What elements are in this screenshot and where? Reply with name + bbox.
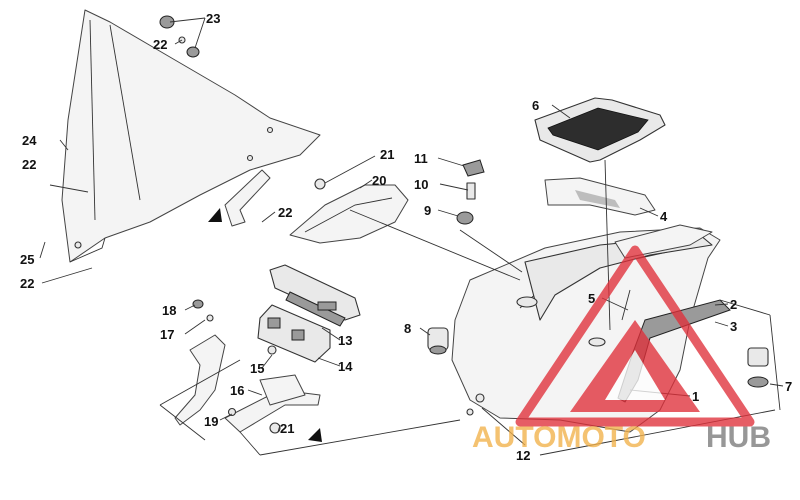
callout-1: 1 — [692, 389, 699, 404]
callout-6: 6 — [532, 98, 539, 113]
callout-18: 18 — [162, 303, 176, 318]
automotohub-watermark: AUTOMOTO HUB — [472, 245, 771, 454]
windshield — [61, 9, 321, 263]
callout-10: 10 — [414, 177, 428, 192]
cluster-holder-14 — [257, 304, 331, 363]
cluster-cover-13 — [269, 264, 361, 327]
callout-7: 7 — [785, 379, 792, 394]
callout-25: 25 — [20, 252, 34, 267]
windshield-bracket — [224, 169, 271, 227]
callout-23: 23 — [206, 11, 220, 26]
watermark-triangle-outer — [515, 245, 755, 427]
callout-4: 4 — [660, 209, 668, 224]
callout-20: 20 — [372, 173, 386, 188]
vent-part-8 — [427, 327, 449, 355]
callout-19: 19 — [204, 414, 218, 429]
callout-22-mid: 22 — [278, 205, 292, 220]
watermark-text-auto: AUTOMOTO — [472, 421, 646, 454]
callout-11: 11 — [414, 151, 428, 166]
callout-14: 14 — [338, 359, 353, 374]
watermark-text-hub: HUB — [706, 421, 771, 454]
callout-16: 16 — [230, 383, 244, 398]
callout-2: 2 — [730, 297, 737, 312]
callout-21-bottom: 21 — [280, 421, 294, 436]
callout-9: 9 — [424, 203, 431, 218]
direction-arrows — [208, 208, 322, 442]
callout-17: 17 — [160, 327, 174, 342]
callout-21-top: 21 — [380, 147, 394, 162]
callout-22-left: 22 — [22, 157, 36, 172]
callout-22-bottom: 22 — [20, 276, 34, 291]
callout-labels: 1 2 3 4 5 6 7 8 9 10 11 12 13 14 15 16 1… — [20, 11, 792, 463]
callout-8: 8 — [404, 321, 411, 336]
callout-22-top: 22 — [153, 37, 167, 52]
callout-15: 15 — [250, 361, 264, 376]
rubber-grommet-23 — [159, 15, 200, 58]
mounting-bracket-16 — [174, 299, 321, 434]
fuel-cap-parts — [456, 159, 485, 225]
side-deflector-20 — [289, 178, 409, 244]
callout-13: 13 — [338, 333, 352, 348]
callout-3: 3 — [730, 319, 737, 334]
callout-24: 24 — [22, 133, 37, 148]
callout-5: 5 — [588, 291, 595, 306]
mesh-grille-6 — [534, 97, 666, 163]
fuel-filler-7 — [747, 347, 769, 388]
callout-12: 12 — [516, 448, 530, 463]
